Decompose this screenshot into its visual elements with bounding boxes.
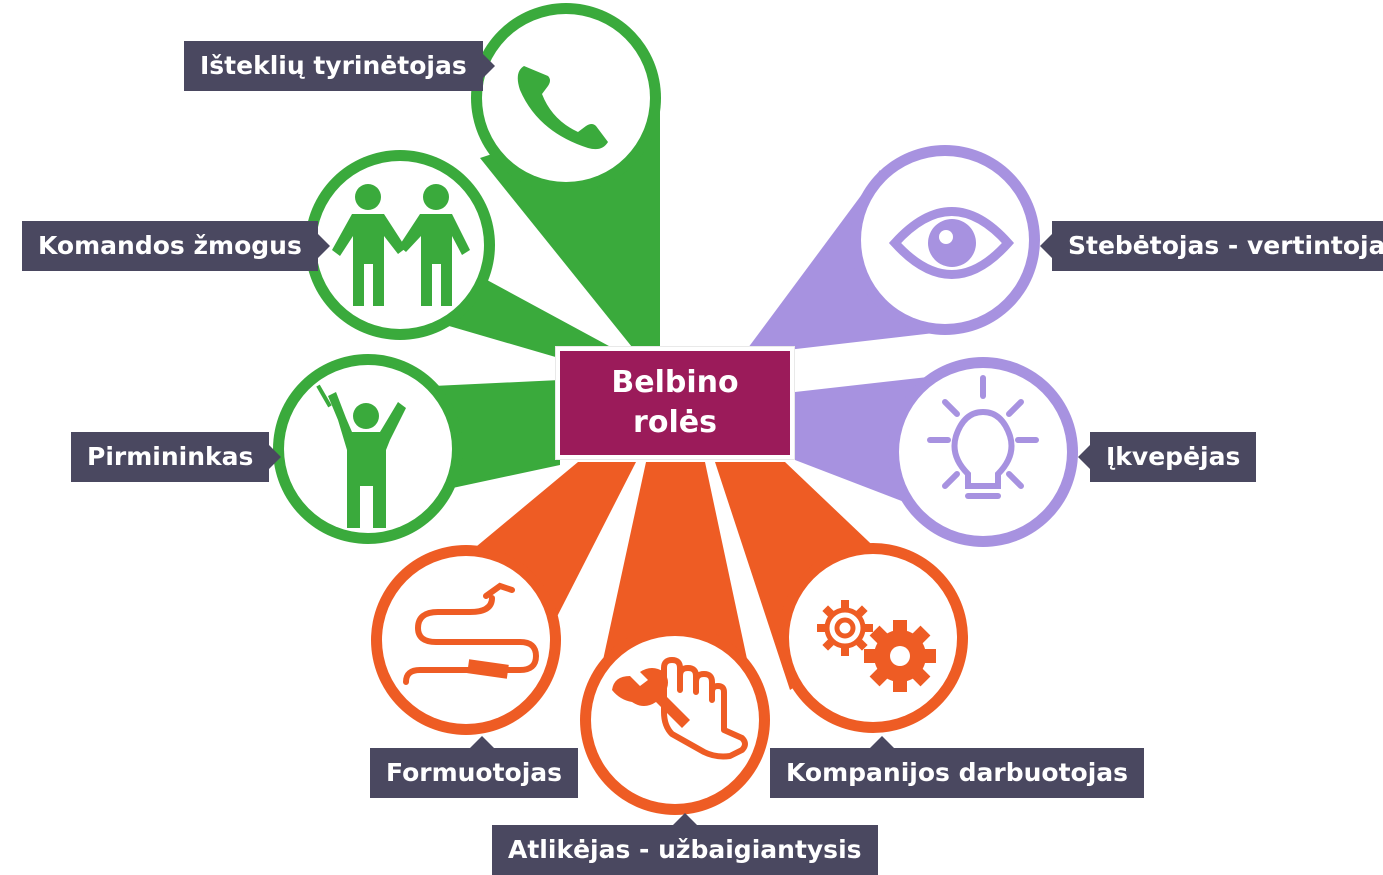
label-shaper: Formuotojas — [370, 736, 579, 798]
petal-coordinator — [273, 354, 560, 544]
label-team-worker: Komandos žmogus — [22, 221, 330, 271]
petal-monitor-evaluator — [745, 145, 1040, 352]
petal-team-worker-company — [715, 462, 968, 733]
lightbulb-icon — [927, 375, 1039, 499]
people-icon — [332, 184, 470, 306]
eye-icon — [888, 207, 1015, 279]
phone-icon — [517, 66, 608, 150]
petal-resource-investigator — [471, 3, 661, 352]
center-title-box: Belbino rolės — [556, 347, 794, 459]
cable-icon — [403, 582, 540, 685]
label-company-worker: Kompanijos darbuotojas — [770, 736, 1145, 798]
label-monitor-evaluator: Stebėtojas - vertintojas — [1039, 221, 1383, 271]
petal-completer-finisher — [580, 462, 770, 815]
petal-team-worker — [305, 150, 620, 370]
center-title-line2: rolės — [633, 405, 717, 440]
petal-shaper — [371, 462, 636, 735]
wrench-hand-icon — [612, 657, 748, 760]
label-plant: Įkvepėjas — [1077, 432, 1257, 482]
center-title-line1: Belbino — [611, 365, 739, 400]
label-completer-finisher: Atlikėjas - užbaigiantysis — [492, 813, 878, 875]
label-coordinator: Pirmininkas — [71, 432, 282, 482]
petal-plant — [795, 357, 1078, 547]
label-resource-investigator: Išteklių tyrinėtojas — [184, 41, 495, 91]
conductor-icon — [316, 384, 406, 528]
